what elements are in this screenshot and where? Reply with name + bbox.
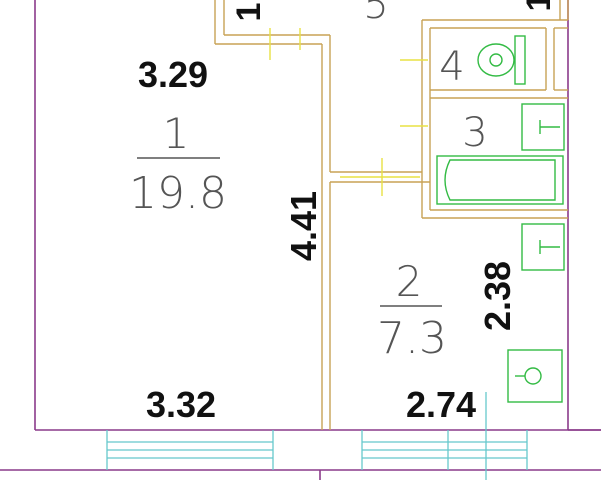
dim-room1-width-bottom: 3.32 <box>146 384 216 425</box>
dimension-labels: 3.29 3.32 2.74 4.41 2.38 1 1 <box>138 0 558 425</box>
room-2-area: 7.3 <box>377 313 447 364</box>
dim-room1-length: 4.41 <box>283 191 324 261</box>
room-labels: 1 19.8 2 7.3 3 4 5 <box>129 0 488 364</box>
toilet-icon <box>477 35 526 85</box>
room-5-number: 5 <box>363 0 388 28</box>
stove-icon <box>507 349 563 403</box>
dim-room2-length: 2.38 <box>477 261 518 331</box>
dim-room2-width: 2.74 <box>406 384 476 425</box>
inner-walls <box>214 0 569 430</box>
dim-room1-width-top: 3.29 <box>138 54 208 95</box>
sink-icon <box>521 223 565 271</box>
dim-top-partial-left: 1 <box>230 3 268 22</box>
room-4-number: 4 <box>439 44 464 90</box>
room-1-number: 1 <box>163 109 190 158</box>
dim-top-partial-right: 1 <box>520 0 558 11</box>
fixtures <box>436 35 565 403</box>
room-3-number: 3 <box>462 110 487 156</box>
room-2-number: 2 <box>396 257 423 306</box>
windows <box>106 392 528 480</box>
room-1-area: 19.8 <box>129 168 227 219</box>
window-right <box>361 392 528 480</box>
door-markers <box>269 28 428 196</box>
window-left <box>106 430 274 470</box>
bathtub-icon <box>436 103 565 205</box>
